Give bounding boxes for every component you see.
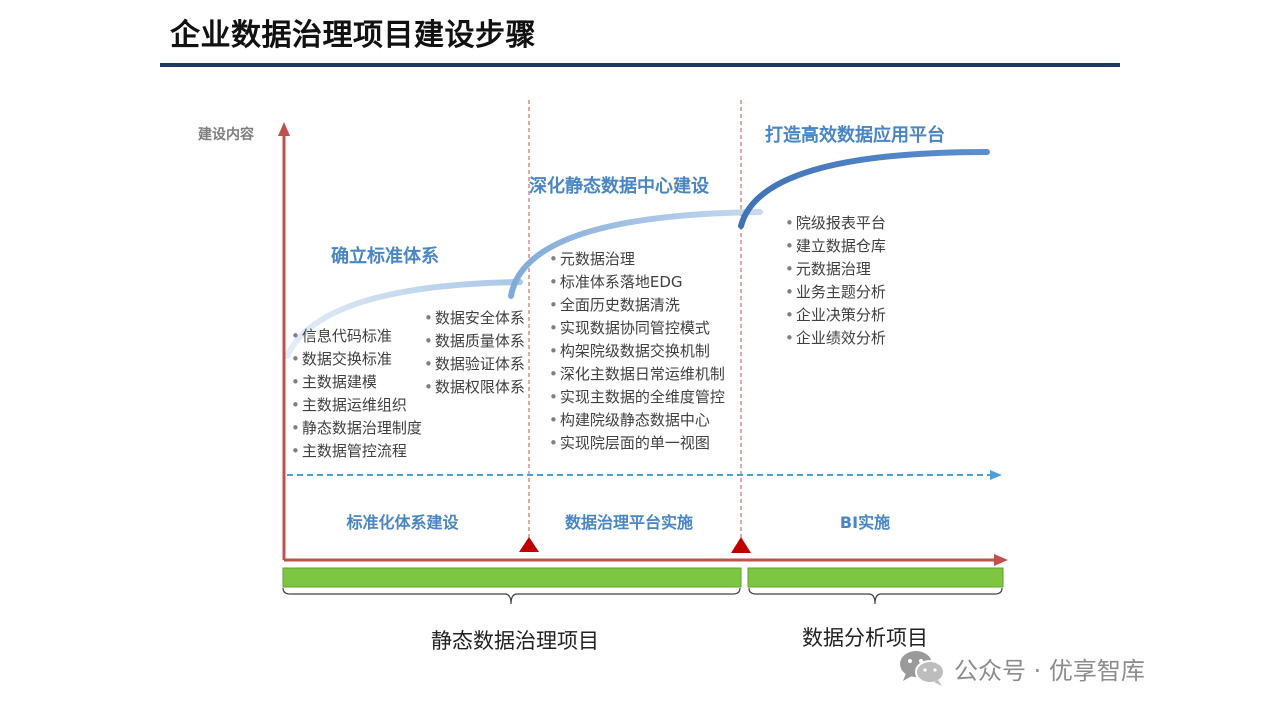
y-axis-arrow-head bbox=[278, 122, 290, 136]
stage-2-list: 元数据治理 标准体系落地EDG 全面历史数据清洗 实现数据协同管控模式 构架院级… bbox=[549, 248, 725, 455]
stage-3-list: 院级报表平台 建立数据仓库 元数据治理 业务主题分析 企业决策分析 企业绩效分析 bbox=[785, 212, 886, 350]
x-axis-arrow-head bbox=[994, 554, 1008, 566]
list-item: 数据交换标准 bbox=[291, 348, 422, 371]
list-item: 数据权限体系 bbox=[424, 376, 525, 399]
watermark-text: 公众号 · 优享智库 bbox=[954, 656, 1145, 685]
stage-2-title: 深化静态数据中心建设 bbox=[529, 176, 709, 197]
wechat-icon bbox=[900, 651, 945, 686]
list-item: 构架院级数据交换机制 bbox=[549, 340, 725, 363]
page-title: 企业数据治理项目建设步骤 bbox=[170, 18, 536, 53]
list-item: 信息代码标准 bbox=[291, 325, 422, 348]
title-divider bbox=[160, 63, 1120, 67]
stage-3-curve bbox=[738, 149, 990, 229]
project-bar-analysis bbox=[747, 567, 1004, 588]
list-item: 实现数据协同管控模式 bbox=[549, 317, 725, 340]
list-item: 建立数据仓库 bbox=[785, 235, 886, 258]
phase-label-standardization: 标准化体系建设 bbox=[346, 513, 459, 532]
list-item: 构建院级静态数据中心 bbox=[549, 409, 725, 432]
milestone-marker-2 bbox=[731, 537, 751, 553]
list-item: 全面历史数据清洗 bbox=[549, 294, 725, 317]
stage-3-title: 打造高效数据应用平台 bbox=[765, 125, 945, 146]
y-axis-label: 建设内容 bbox=[198, 127, 254, 143]
list-item: 标准体系落地EDG bbox=[549, 271, 725, 294]
milestone-marker-1 bbox=[519, 537, 539, 552]
list-item: 企业绩效分析 bbox=[785, 327, 886, 350]
stage-1-title: 确立标准体系 bbox=[331, 246, 439, 267]
stage-1-list-right: 数据安全体系 数据质量体系 数据验证体系 数据权限体系 bbox=[424, 307, 525, 399]
list-item: 主数据建模 bbox=[291, 371, 422, 394]
list-item: 实现主数据的全维度管控 bbox=[549, 386, 725, 409]
list-item: 静态数据治理制度 bbox=[291, 417, 422, 440]
list-item: 数据质量体系 bbox=[424, 330, 525, 353]
list-item: 元数据治理 bbox=[549, 248, 725, 271]
stage-1-list-left: 信息代码标准 数据交换标准 主数据建模 主数据运维组织 静态数据治理制度 主数据… bbox=[291, 325, 422, 463]
phase-label-platform: 数据治理平台实施 bbox=[564, 513, 693, 532]
watermark: 公众号 · 优享智库 bbox=[898, 649, 1145, 687]
list-item: 院级报表平台 bbox=[785, 212, 886, 235]
list-item: 深化主数据日常运维机制 bbox=[549, 363, 725, 386]
list-item: 企业决策分析 bbox=[785, 304, 886, 327]
project-bar-static bbox=[282, 567, 742, 588]
list-item: 主数据管控流程 bbox=[291, 440, 422, 463]
list-item: 数据安全体系 bbox=[424, 307, 525, 330]
list-item: 元数据治理 bbox=[785, 258, 886, 281]
list-item: 数据验证体系 bbox=[424, 353, 525, 376]
list-item: 主数据运维组织 bbox=[291, 394, 422, 417]
project-label-analysis: 数据分析项目 bbox=[802, 626, 928, 650]
phase-label-bi: BI实施 bbox=[839, 513, 891, 532]
project-label-static: 静态数据治理项目 bbox=[431, 629, 599, 653]
dashed-arrow-head bbox=[990, 470, 1002, 480]
project-brace-static bbox=[282, 587, 741, 605]
list-item: 业务主题分析 bbox=[785, 281, 886, 304]
project-brace-analysis bbox=[748, 587, 1003, 605]
stage-2-curve bbox=[508, 209, 763, 299]
list-item: 实现院层面的单一视图 bbox=[549, 432, 725, 455]
